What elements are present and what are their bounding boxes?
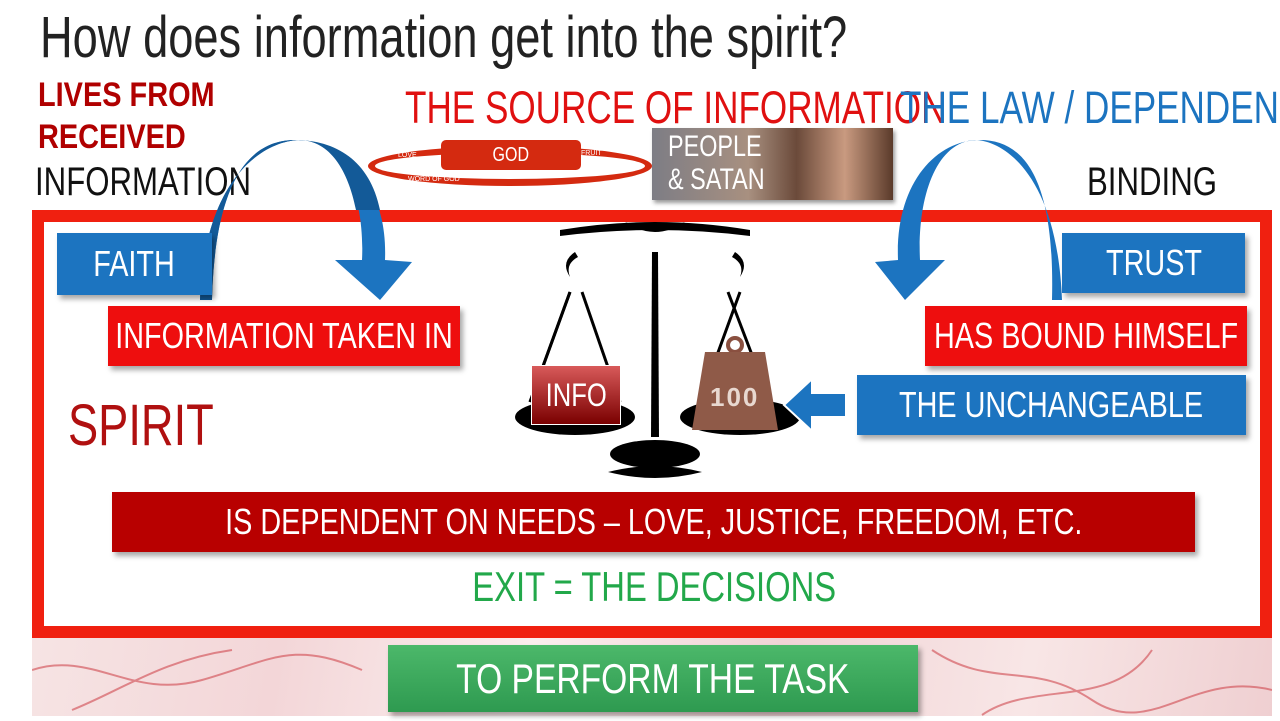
law-heading: THE LAW / DEPENDENCE — [900, 82, 1280, 133]
faith-box: FAITH — [57, 233, 212, 295]
people-satan-image: PEOPLE & SATAN — [652, 128, 893, 200]
unchangeable-box: THE UNCHANGEABLE — [857, 375, 1246, 435]
lives-line1: LIVES FROM — [38, 76, 215, 114]
needs-bar: IS DEPENDENT ON NEEDS – LOVE, JUSTICE, F… — [112, 492, 1195, 552]
balance-scale-icon — [515, 222, 800, 478]
task-label: TO PERFORM THE TASK — [456, 654, 850, 702]
info-taken-label: INFORMATION TAKEN IN — [115, 315, 453, 356]
page-title: How does information get into the spirit… — [40, 5, 848, 70]
information-label: INFORMATION — [35, 160, 252, 204]
vein-pattern — [31, 649, 1273, 716]
fruit-label: FRUIT — [581, 150, 602, 157]
love-label: LOVE — [398, 152, 417, 159]
faith-label: FAITH — [93, 243, 176, 284]
task-box: TO PERFORM THE TASK — [388, 645, 918, 712]
spirit-label: SPIRIT — [68, 393, 214, 458]
god-cycle: GOD LOVE FRUIT WORD OF GOD — [368, 140, 652, 190]
god-box: GOD — [441, 140, 581, 170]
weight-icon — [692, 336, 778, 430]
people-label: PEOPLE & SATAN — [668, 130, 765, 196]
exit-label: EXIT = THE DECISIONS — [0, 563, 1280, 611]
weight-value: 100 — [710, 382, 760, 412]
has-bound-label: HAS BOUND HIMSELF — [933, 315, 1239, 356]
binding-label: BINDING — [1087, 160, 1218, 204]
god-label: GOD — [492, 143, 530, 166]
left-curved-arrow-icon — [200, 140, 412, 300]
exit-text: EXIT = THE DECISIONS — [472, 563, 836, 610]
word-label: WORD OF GOD — [408, 176, 460, 183]
info-pan-label: INFO — [545, 376, 607, 413]
info-pan-box: INFO — [531, 365, 621, 425]
trust-box: TRUST — [1062, 233, 1245, 293]
spirit-frame — [32, 210, 1272, 638]
right-curved-arrow-icon — [875, 140, 1062, 300]
trust-label: TRUST — [1105, 242, 1202, 283]
information-taken-in-box: INFORMATION TAKEN IN — [108, 306, 460, 366]
lives-line2: RECEIVED — [38, 118, 186, 156]
people-line2: & SATAN — [668, 163, 765, 196]
has-bound-himself-box: HAS BOUND HIMSELF — [925, 306, 1247, 366]
unchangeable-label: THE UNCHANGEABLE — [899, 384, 1204, 425]
source-heading: THE SOURCE OF INFORMATION — [405, 82, 947, 133]
lives-from-label: LIVES FROM RECEIVED — [38, 74, 215, 158]
needs-label: IS DEPENDENT ON NEEDS – LOVE, JUSTICE, F… — [224, 501, 1083, 542]
people-line1: PEOPLE — [668, 130, 762, 163]
arrow-left-icon — [782, 376, 847, 434]
